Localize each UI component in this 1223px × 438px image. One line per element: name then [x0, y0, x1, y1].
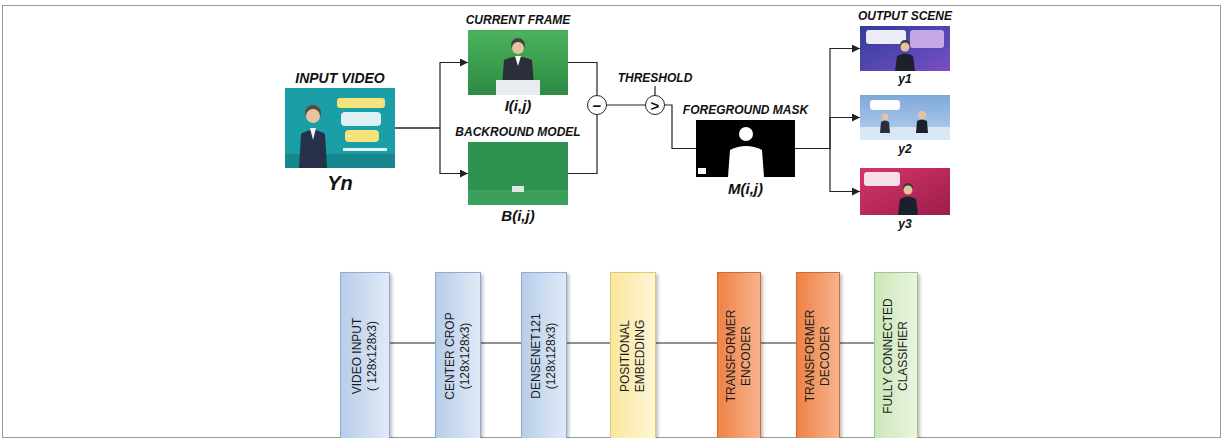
green-screen	[468, 142, 568, 205]
person-face	[918, 111, 926, 119]
panel-heading: BACKROUND MODEL	[455, 126, 580, 140]
output-label: y2	[898, 143, 911, 157]
mask-silhouette	[739, 127, 753, 141]
frame-picture: BACKROUND MODELB(i,j)	[468, 142, 568, 205]
layer-block: TRANSFORMER DECODER	[796, 272, 840, 438]
presenter-face	[306, 109, 320, 123]
math-symbol: M(i,j)	[728, 180, 763, 197]
panel-heading: OUTPUT SCENE	[858, 10, 952, 24]
logo-shape	[337, 98, 385, 108]
desk	[512, 186, 524, 192]
connector	[795, 149, 860, 192]
operator-circle: THRESHOLD>	[645, 95, 665, 115]
logo-shape	[343, 148, 387, 151]
mask-ground	[696, 120, 795, 177]
mask-picture: FOREGROUND MASKM(i,j)	[696, 120, 795, 177]
mask-blob	[698, 168, 706, 174]
output-label: y1	[898, 73, 911, 87]
presenter-face	[512, 42, 524, 54]
operator-symbol: >	[651, 98, 660, 113]
presenter-shirt	[310, 128, 316, 140]
current-frame-picture	[468, 30, 568, 95]
operator-circle: −	[587, 95, 607, 115]
block-label: TRANSFORMER ENCODER	[724, 291, 754, 421]
scene-picture: y3	[860, 168, 950, 215]
studio-floor	[860, 127, 950, 140]
connector	[761, 342, 796, 343]
presenter-suit	[895, 54, 915, 72]
foreground-mask-picture	[696, 120, 795, 177]
math-symbol: B(i,j)	[501, 207, 534, 224]
person-face	[882, 114, 889, 121]
presenter-shirt	[515, 56, 521, 66]
logo-shape	[870, 100, 900, 110]
logo-shape	[345, 130, 379, 142]
desk	[496, 80, 540, 95]
connector	[390, 342, 435, 343]
background-model-picture	[468, 142, 568, 205]
panel-heading: THRESHOLD	[618, 72, 693, 86]
connector	[481, 342, 521, 343]
layer-block: TRANSFORMER ENCODER	[717, 272, 761, 438]
connector	[840, 342, 874, 343]
math-symbol: Yn	[327, 172, 353, 195]
math-symbol: I(i,j)	[505, 97, 532, 114]
scene-picture: OUTPUT SCENEy1	[860, 26, 950, 71]
block-label: DENSENET121 (128x128x3)	[529, 291, 559, 421]
studio-ground	[860, 26, 950, 71]
connector	[795, 49, 860, 149]
mask-silhouette	[728, 146, 764, 177]
connector	[607, 104, 645, 105]
layer-block: FULLY CONNECTED CLASSIFIER	[874, 272, 918, 438]
logo-shape	[864, 172, 900, 186]
person-suit	[916, 120, 928, 134]
connector	[567, 342, 610, 343]
output-label: y3	[898, 218, 911, 232]
block-label: VIDEO INPUT ( 128x128x3)	[350, 315, 380, 397]
block-label: POSITIONAL EMBEDDING	[618, 291, 648, 421]
figure-frame	[3, 6, 1221, 438]
green-screen	[468, 30, 568, 95]
block-label: CENTER CROP (128x128x3)	[443, 291, 473, 421]
thumbnail-ground	[285, 88, 395, 168]
connector	[795, 118, 860, 149]
connector	[656, 342, 717, 343]
panel-heading: CURRENT FRAME	[466, 14, 571, 28]
connector	[568, 115, 597, 174]
logo-shape	[910, 30, 944, 48]
layer-block: POSITIONAL EMBEDDING	[610, 272, 656, 438]
output-scene-picture	[860, 26, 950, 71]
presenter-suit	[898, 197, 918, 216]
presenter-face	[904, 186, 913, 195]
output-scene-picture	[860, 168, 950, 215]
block-label: TRANSFORMER DECODER	[803, 291, 833, 421]
input-video-thumbnail	[285, 88, 395, 168]
panel-heading: INPUT VIDEO	[295, 70, 384, 86]
output-scene-picture	[860, 95, 950, 140]
threshold-leader	[654, 86, 655, 95]
logo-shape	[341, 112, 381, 126]
panel-heading: FOREGROUND MASK	[683, 104, 808, 118]
connector	[568, 63, 597, 96]
connector	[395, 63, 468, 129]
presenter-face	[901, 43, 910, 52]
layer-block: DENSENET121 (128x128x3)	[521, 272, 567, 438]
layer-block: CENTER CROP (128x128x3)	[435, 272, 481, 438]
layer-block: VIDEO INPUT ( 128x128x3)	[340, 272, 390, 438]
frame-picture: CURRENT FRAMEI(i,j)	[468, 30, 568, 95]
video-thumbnail: INPUT VIDEOYn	[285, 88, 395, 168]
studio-ground	[860, 95, 950, 140]
logo-shape	[866, 30, 906, 44]
person-suit	[880, 121, 890, 134]
scene-picture: y2	[860, 95, 950, 140]
studio-floor	[468, 190, 568, 205]
operator-symbol: −	[593, 98, 602, 113]
studio-ground	[860, 168, 950, 215]
block-label: FULLY CONNECTED CLASSIFIER	[881, 291, 911, 421]
